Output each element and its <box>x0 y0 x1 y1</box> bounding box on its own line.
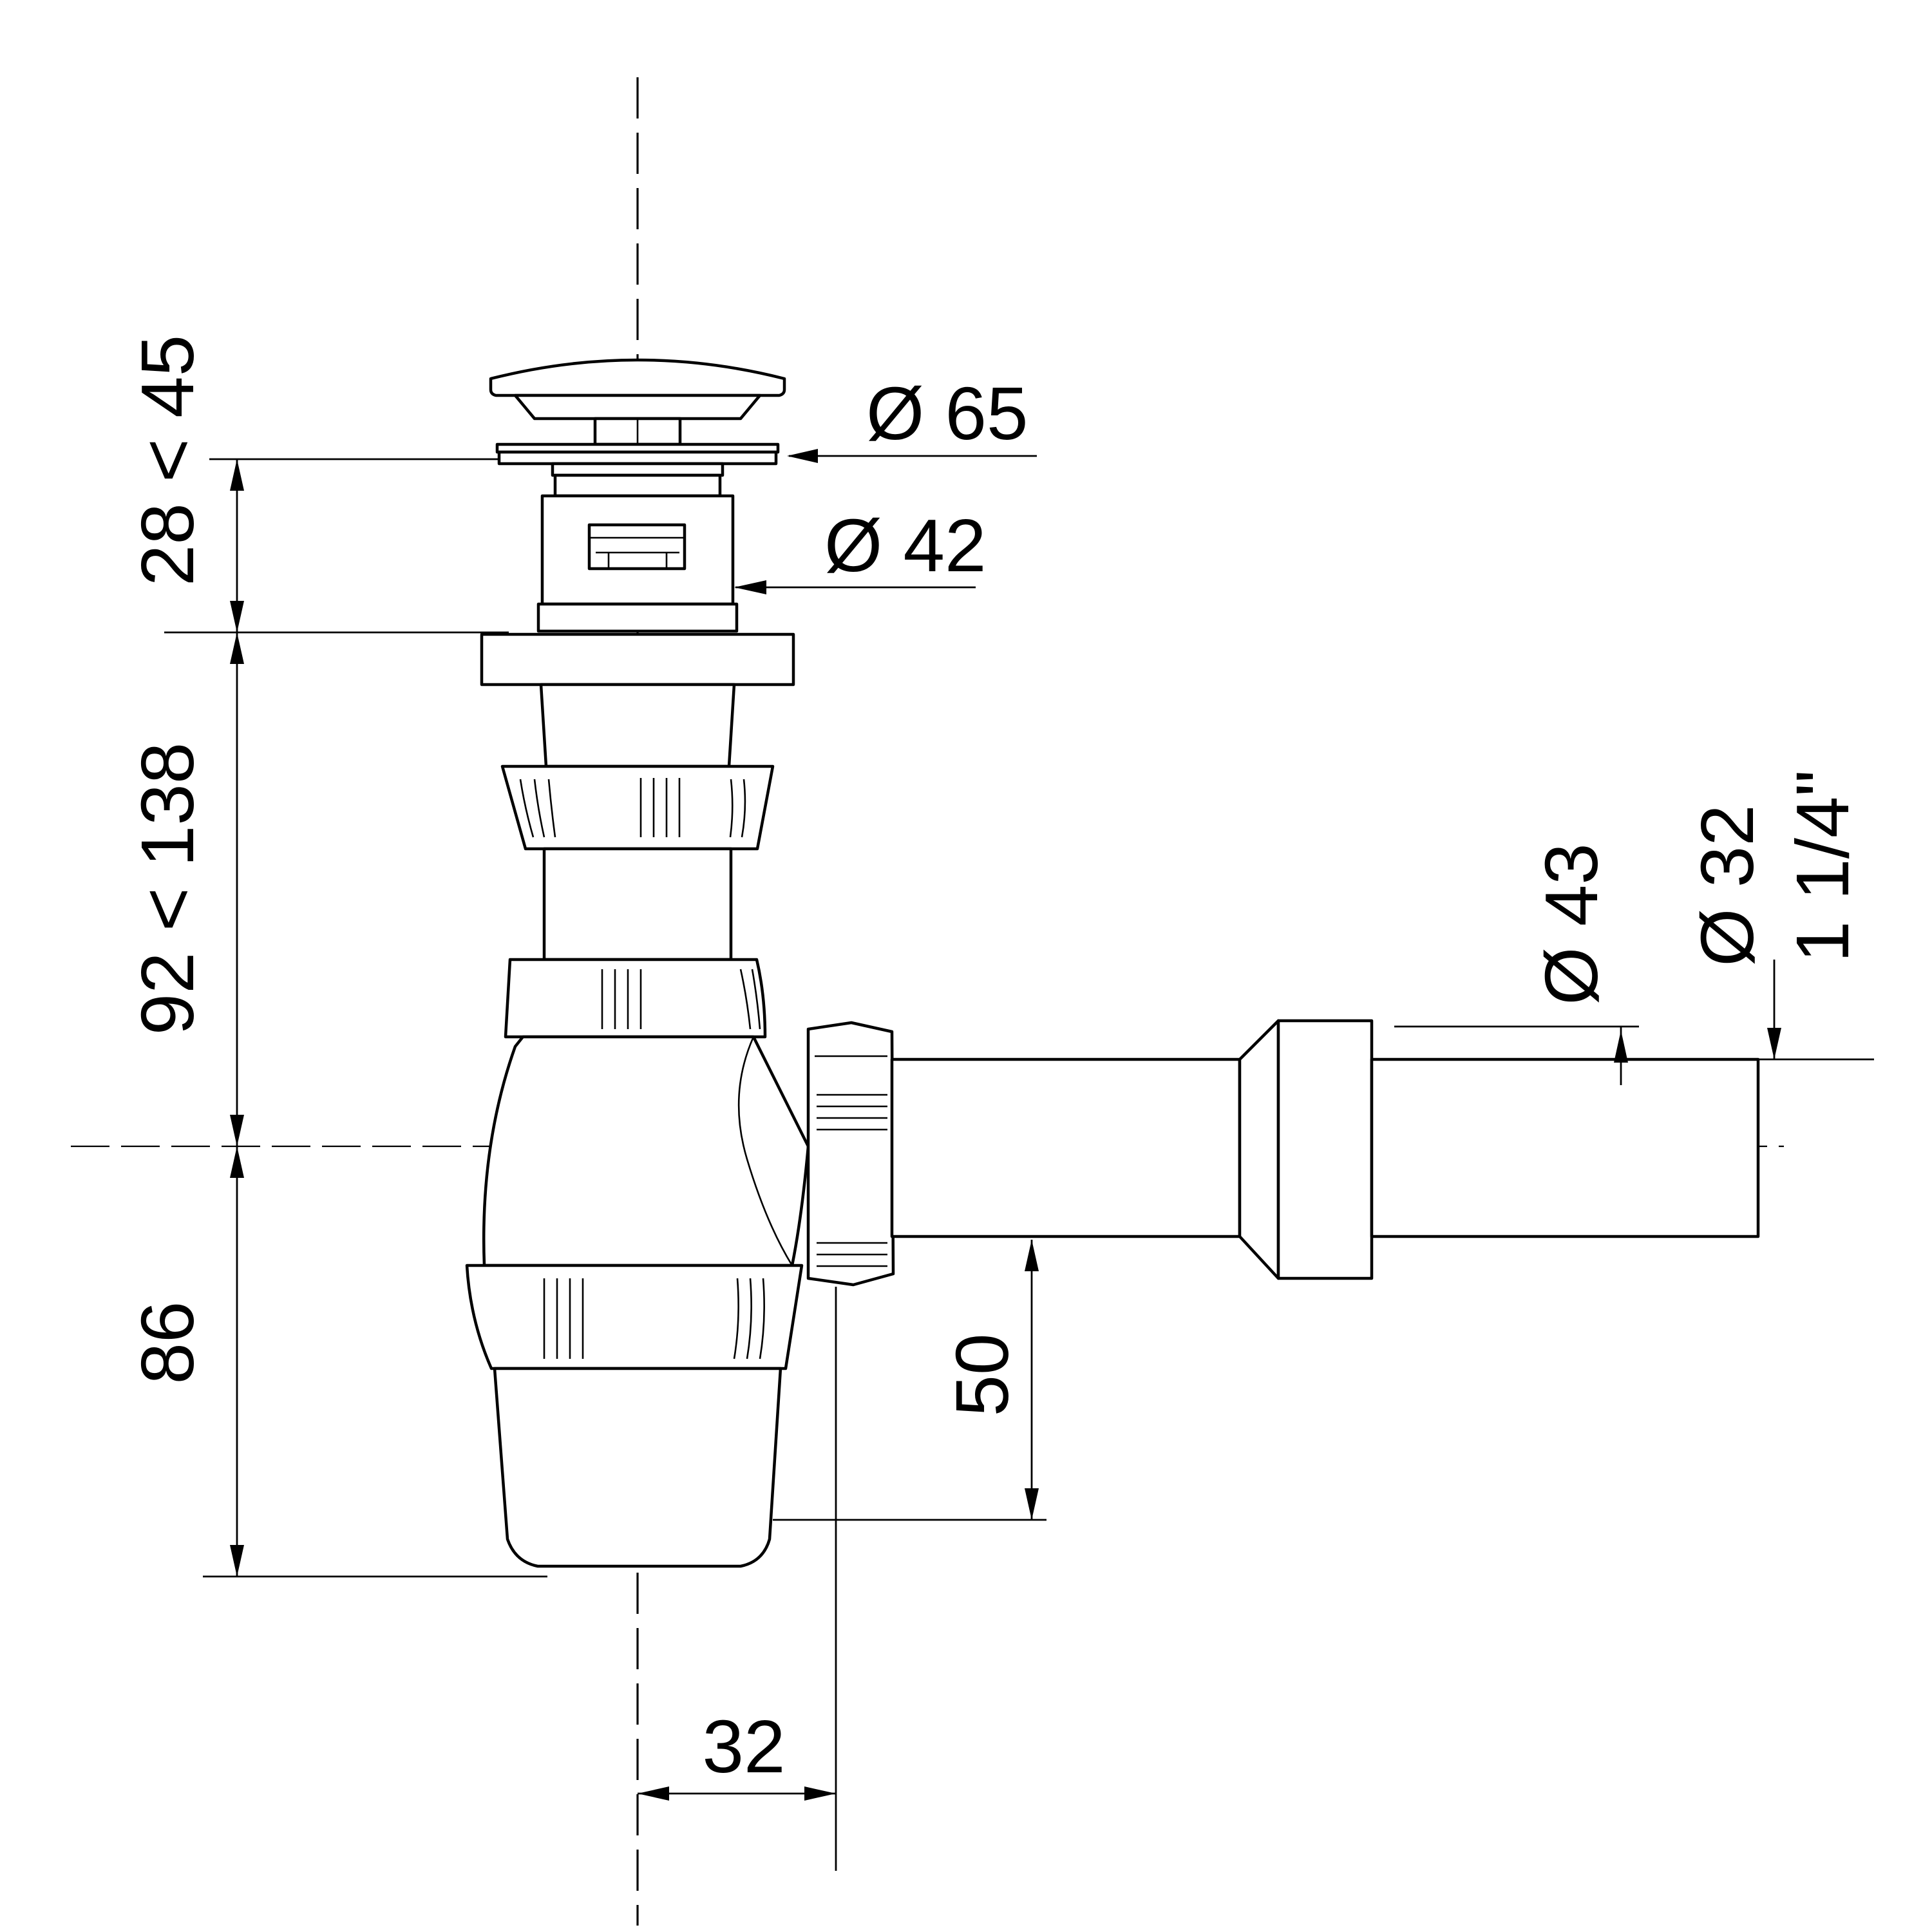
dimension-outlet-height <box>773 1235 1046 1521</box>
trap-top-clamp-nut <box>504 958 767 1039</box>
outlet-assembly <box>806 1019 1760 1287</box>
tailpiece-range-label: 92 < 138 <box>126 743 209 1036</box>
outlet-union-nut <box>806 1021 895 1287</box>
cap-diameter-label: Ø 65 <box>866 372 1028 455</box>
body-diameter-label: Ø 42 <box>824 504 986 587</box>
wall-pipe-diameter-label: Ø 32 <box>1685 804 1769 966</box>
plug-cap-dome <box>489 358 786 397</box>
dimension-chain-left <box>164 458 547 1578</box>
outlet-reducer <box>1238 1019 1280 1280</box>
tailpiece-flange-nut <box>480 632 795 687</box>
tailpiece-upper-tube <box>539 683 736 768</box>
outlet-pipe <box>890 1057 1242 1238</box>
plug-flange-lip <box>551 462 724 477</box>
wall-pipe-thread-label: 1 1/4" <box>1781 770 1864 962</box>
trap-bowl <box>482 1035 810 1267</box>
plug-collar <box>553 473 722 498</box>
dimension-outlet-offset <box>638 1287 837 1871</box>
outlet-offset-label: 32 <box>702 1705 785 1788</box>
dimension-socket-diameter <box>1394 1025 1639 1085</box>
trap-depth-label: 86 <box>126 1301 209 1384</box>
wall-pipe <box>1370 1057 1760 1238</box>
outlet-height-label: 50 <box>940 1333 1024 1416</box>
socket-diameter-label: Ø 43 <box>1530 843 1613 1005</box>
trap-body <box>465 958 810 1568</box>
popup-plug <box>489 358 786 633</box>
dimension-cap-diameter <box>787 449 1037 463</box>
outlet-socket <box>1276 1019 1374 1280</box>
tailpiece-lower-tube <box>542 847 733 961</box>
tailpiece <box>480 632 795 961</box>
trap-lower-clamp-nut <box>465 1264 804 1370</box>
plug-flange-seat <box>497 450 778 466</box>
dimension-wall-pipe-diameter <box>1758 960 1874 1061</box>
plug-base <box>536 602 739 633</box>
trap-cup <box>493 1367 782 1568</box>
plug-height-range-label: 28 < 45 <box>126 335 209 586</box>
overflow-slot <box>587 523 687 571</box>
dimension-body-diameter <box>734 580 976 594</box>
upper-clamp-nut <box>500 764 775 851</box>
plug-cap-underside <box>513 393 762 421</box>
